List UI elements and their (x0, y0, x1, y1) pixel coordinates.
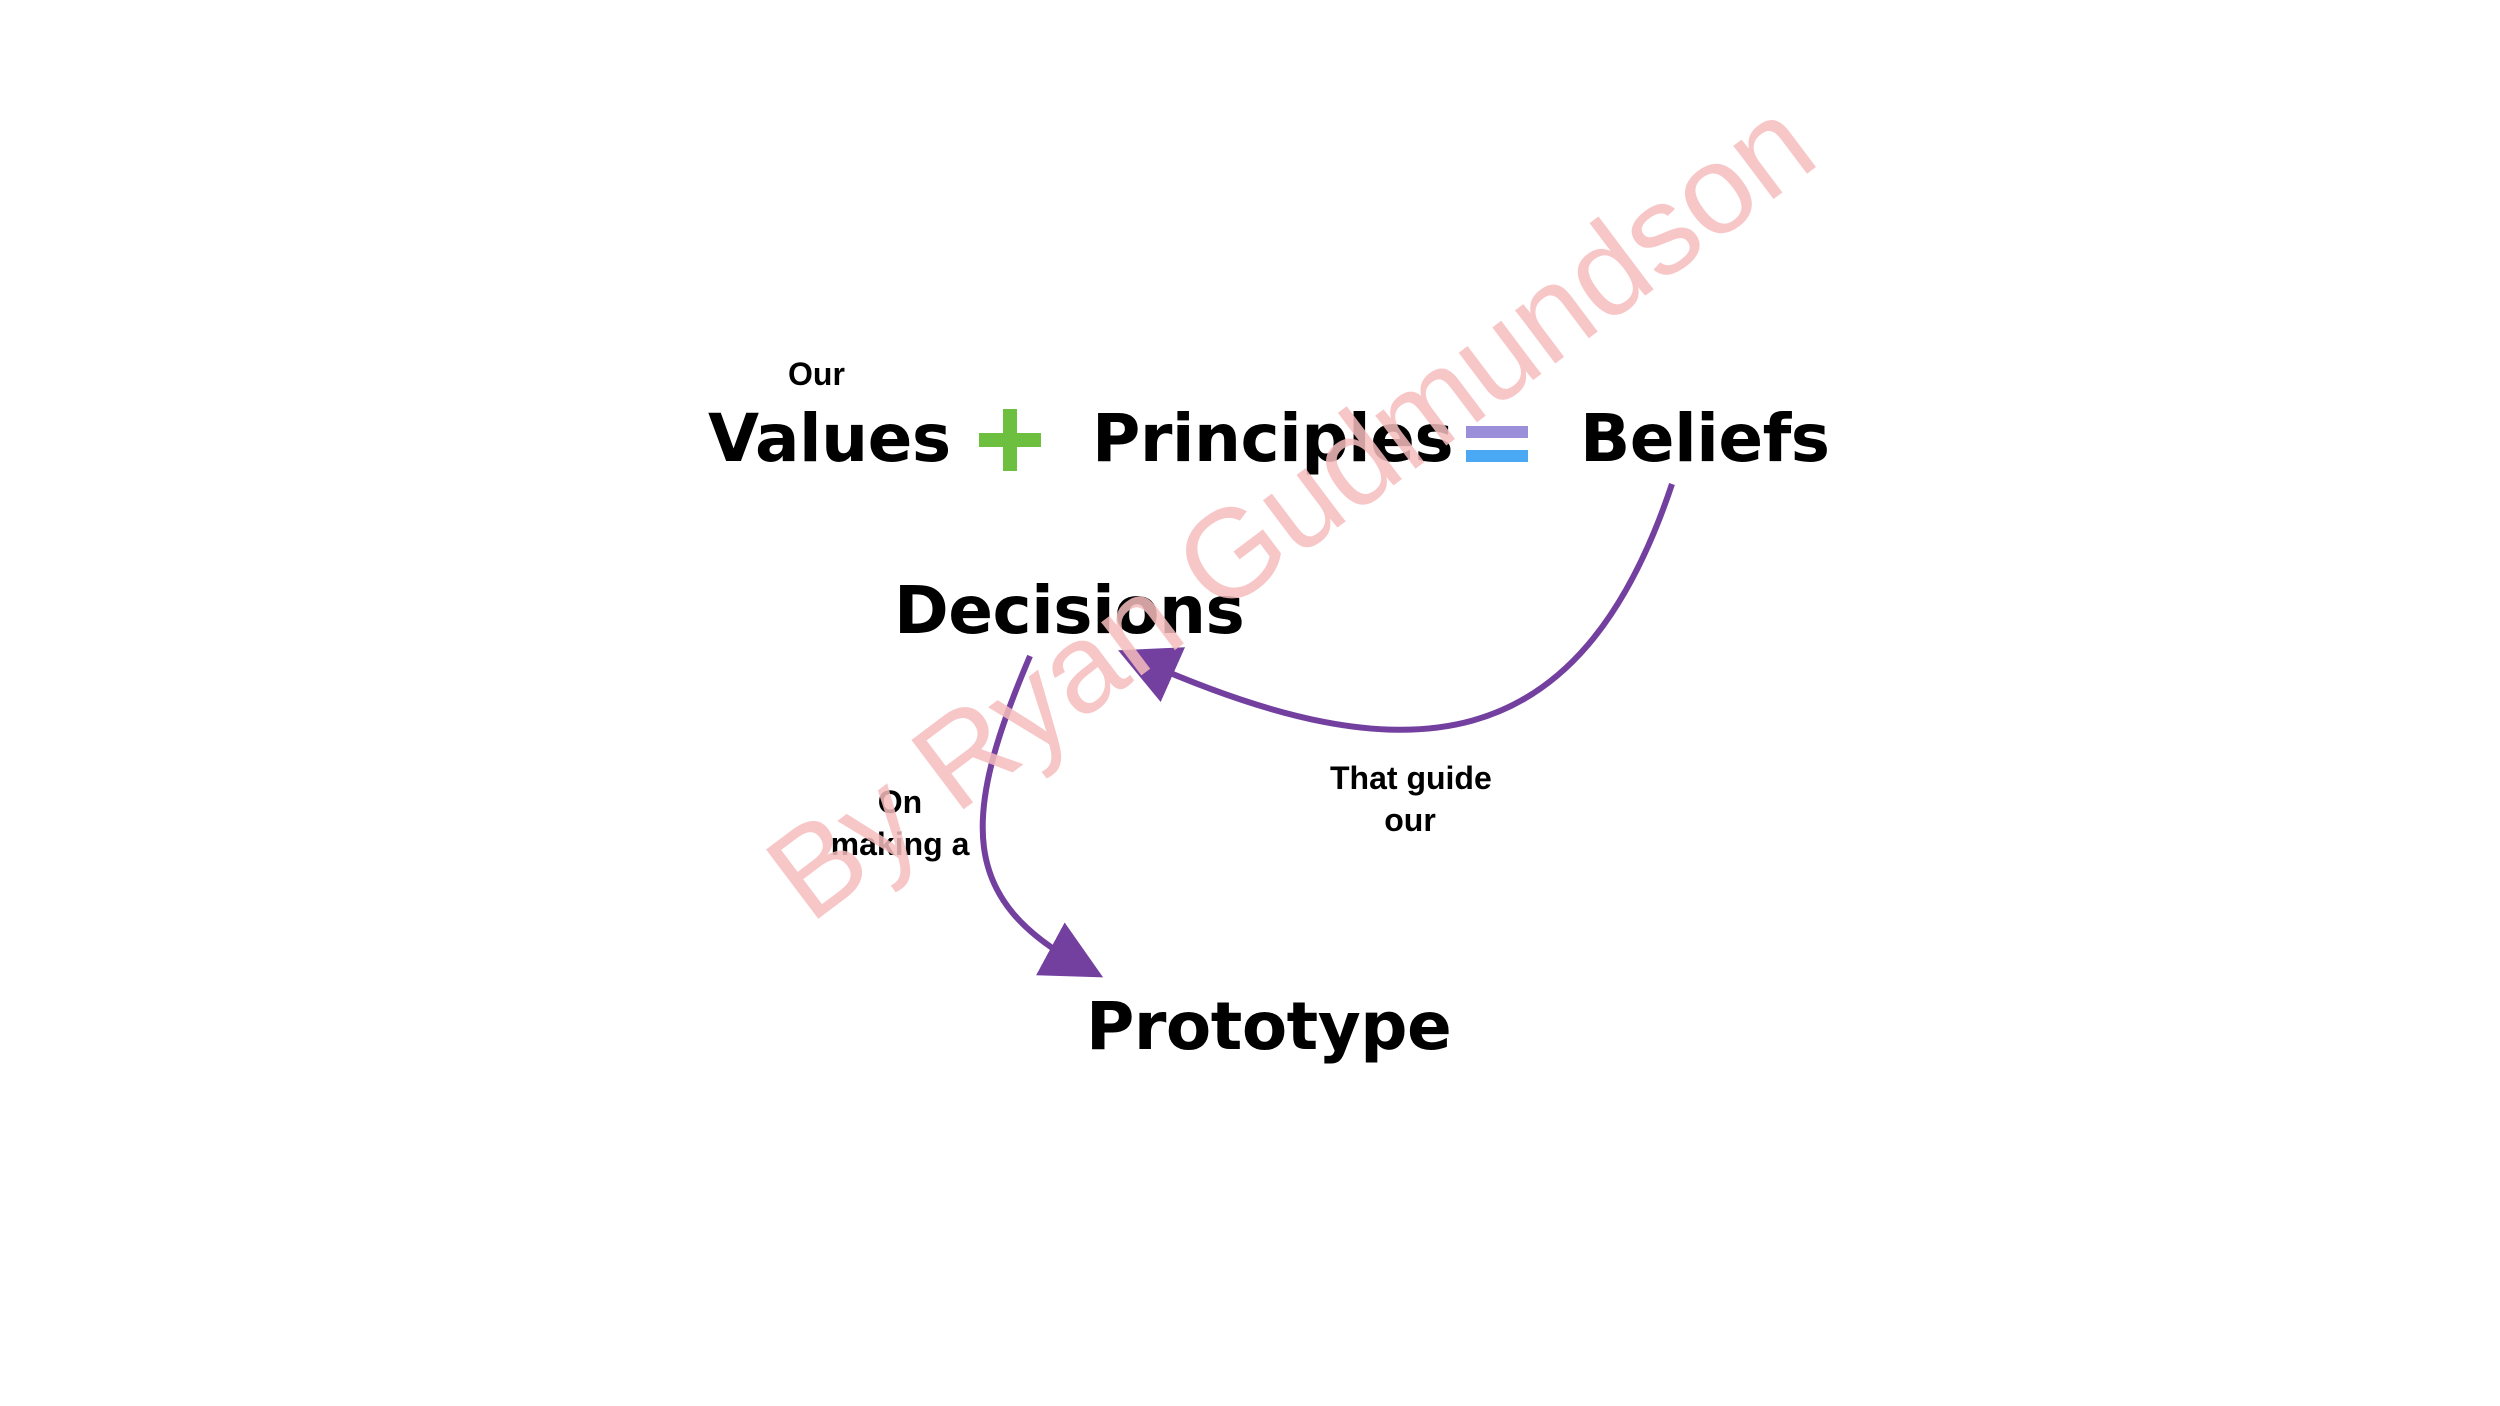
label-our: Our (788, 356, 845, 392)
arrow-decisions-to-prototype (979, 654, 1104, 978)
term-prototype: Prototype (1086, 988, 1452, 1065)
equals-icon (1466, 426, 1528, 462)
label-making-a: making a (830, 825, 970, 862)
term-beliefs: Beliefs (1580, 400, 1830, 477)
term-principles: Principles (1092, 400, 1454, 477)
label-our-2: our (1384, 801, 1436, 838)
arrow-beliefs-to-decisions (1118, 483, 1675, 733)
term-decisions: Decisions (894, 572, 1245, 649)
plus-icon (979, 409, 1041, 471)
label-that-guide-our: That guide our (1330, 758, 1492, 841)
label-that-guide: That guide (1330, 760, 1492, 796)
label-on-making-a: On making a (820, 782, 980, 865)
label-on: On (877, 784, 923, 820)
term-values: Values (708, 400, 951, 477)
